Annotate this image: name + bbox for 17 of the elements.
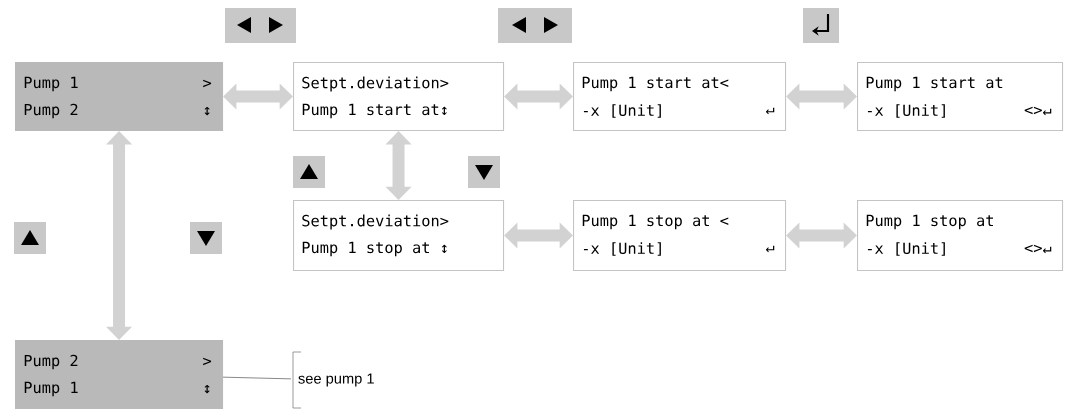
double-arrow	[504, 83, 573, 110]
double-arrow	[223, 83, 293, 110]
display-screen: Setpt.deviation> Pump 1 start at↕	[293, 62, 505, 132]
display-screen: Setpt.deviation> Pump 1 stop at ↕	[293, 200, 505, 272]
double-arrow	[385, 131, 412, 200]
note-text: see pump 1	[298, 373, 374, 387]
display-screen: Pump 1 stop at -x [Unit] <>↵	[857, 200, 1064, 272]
double-arrow	[786, 222, 857, 249]
leader-line	[222, 376, 292, 380]
display-screen: Pump 2 > Pump 1 ↕	[15, 340, 224, 410]
display-screen: Pump 1 start at< -x [Unit] ↵	[573, 62, 787, 132]
double-arrow	[504, 222, 573, 249]
display-screen: Pump 1 start at -x [Unit] <>↵	[857, 62, 1064, 132]
display-screen: Pump 1 > Pump 2 ↕	[15, 62, 224, 132]
double-arrow	[786, 83, 857, 110]
double-arrow	[105, 131, 133, 340]
display-screen: Pump 1 stop at < -x [Unit] ↵	[573, 200, 787, 272]
